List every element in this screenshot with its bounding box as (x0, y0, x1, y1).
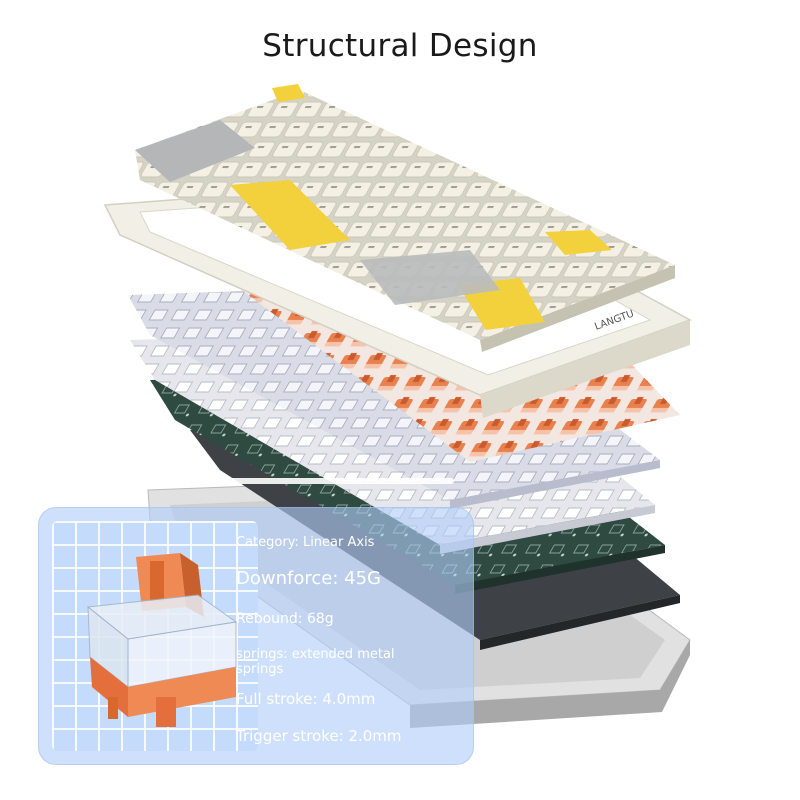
switch-spec-card: Category: Linear Axis Downforce: 45G Reb… (38, 507, 474, 765)
keycap-layer (135, 84, 675, 352)
spec-downforce: Downforce: 45G (236, 568, 381, 589)
spec-category: Category: Linear Axis (236, 535, 375, 550)
light-streak (64, 478, 454, 484)
spec-springs: springs: extended metal springs (236, 647, 395, 677)
spec-full-stroke: Full stroke: 4.0mm (236, 690, 376, 708)
page-title: Structural Design (262, 28, 538, 64)
spec-rebound: Rebound: 68g (236, 611, 334, 627)
spec-trigger-stroke: Trigger stroke: 2.0mm (236, 727, 402, 745)
linear-switch-icon (86, 553, 238, 727)
